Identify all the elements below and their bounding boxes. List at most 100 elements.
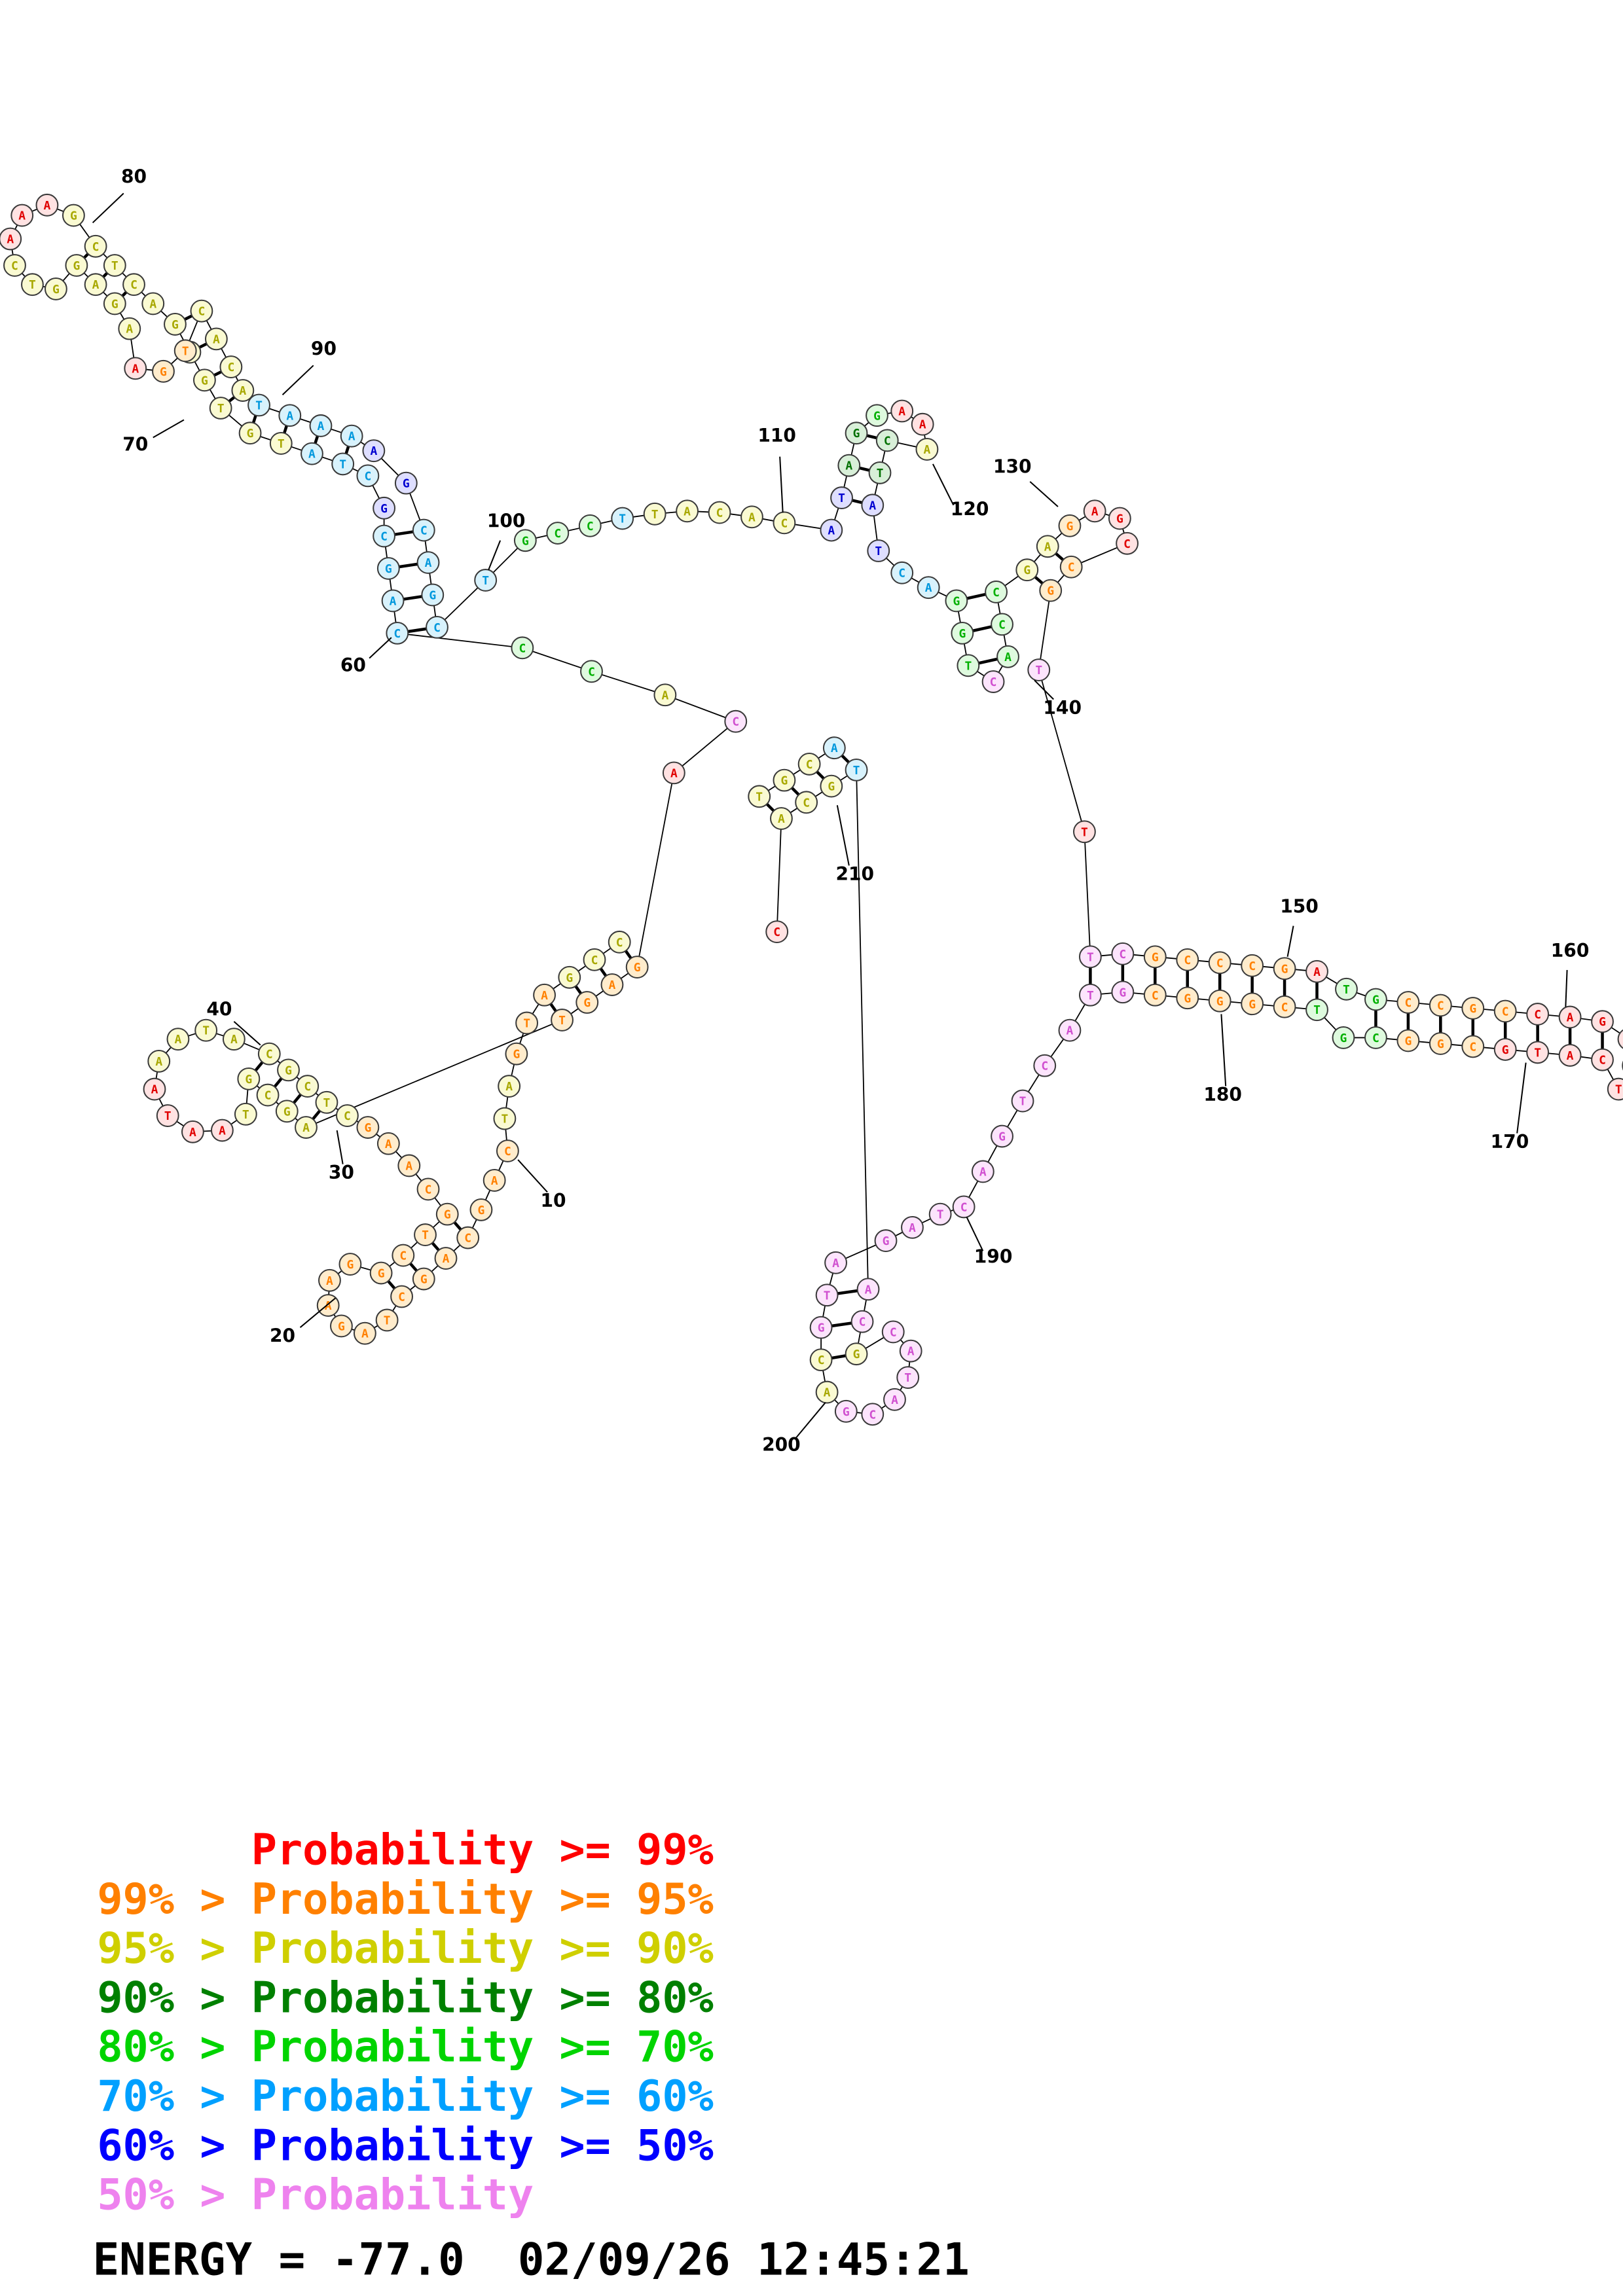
nucleotide: A <box>124 357 147 380</box>
nucleotide: A <box>222 1028 246 1051</box>
position-label: 150 <box>1280 895 1319 958</box>
nucleotide: G <box>435 1202 459 1226</box>
nucleotide: A <box>210 1119 234 1142</box>
svg-text:C: C <box>1404 996 1412 1010</box>
nucleotide: T <box>515 1011 539 1035</box>
nucleotide: G <box>1396 1029 1420 1052</box>
nucleotide: T <box>269 432 293 455</box>
svg-text:A: A <box>370 444 377 458</box>
svg-text:G: G <box>953 594 960 608</box>
svg-text:20: 20 <box>270 1325 295 1347</box>
nucleotide: G <box>1058 514 1082 537</box>
svg-text:G: G <box>429 588 436 602</box>
svg-text:G: G <box>1249 997 1256 1011</box>
svg-text:G: G <box>478 1204 485 1217</box>
svg-text:C: C <box>998 618 1006 632</box>
svg-text:T: T <box>217 402 225 416</box>
nucleotide: C <box>708 501 731 524</box>
svg-text:G: G <box>160 365 167 379</box>
legend-row: Probability >= 99% <box>97 1826 713 1875</box>
svg-text:A: A <box>891 1393 898 1407</box>
nucleotide: C <box>608 930 631 954</box>
svg-text:180: 180 <box>1203 1084 1242 1105</box>
svg-text:A: A <box>149 297 156 311</box>
nucleotide: T <box>234 1102 257 1126</box>
svg-text:T: T <box>619 512 626 526</box>
svg-text:C: C <box>1437 999 1444 1013</box>
legend-row: 80% > Probability >= 70% <box>97 2023 713 2072</box>
svg-text:C: C <box>504 1145 511 1158</box>
svg-text:100: 100 <box>487 511 526 532</box>
svg-text:A: A <box>239 384 246 398</box>
nucleotide: A <box>861 493 884 517</box>
nucleotide: C <box>850 1310 874 1333</box>
nucleotide: G <box>834 1399 858 1423</box>
svg-text:C: C <box>1184 954 1191 967</box>
svg-text:G: G <box>1152 950 1159 964</box>
nucleotide: C <box>1111 942 1135 965</box>
svg-text:C: C <box>716 507 723 520</box>
svg-text:A: A <box>230 1033 238 1047</box>
nucleotide: G <box>845 422 868 445</box>
svg-text:A: A <box>845 459 852 473</box>
nucleotide: C <box>809 1348 833 1372</box>
svg-text:G: G <box>843 1405 850 1419</box>
svg-text:G: G <box>998 1130 1006 1144</box>
nucleotides: CCGATGATCAGCAGCTAGAAGGCTGCAAGCTCGCATAAAT… <box>0 193 1623 1426</box>
svg-text:T: T <box>29 278 36 292</box>
svg-text:T: T <box>1615 1083 1622 1097</box>
svg-text:T: T <box>422 1229 429 1242</box>
svg-text:140: 140 <box>1043 697 1082 719</box>
svg-text:A: A <box>541 989 548 1003</box>
svg-text:C: C <box>304 1080 311 1094</box>
svg-text:A: A <box>126 323 133 336</box>
svg-text:C: C <box>266 1048 273 1062</box>
nucleotide: A <box>1305 960 1328 983</box>
nucleotide: C <box>356 464 380 488</box>
svg-text:A: A <box>348 430 356 444</box>
svg-text:G: G <box>1184 992 1191 1005</box>
nucleotide: C <box>392 1244 415 1267</box>
svg-text:G: G <box>247 427 254 440</box>
nucleotide: C <box>256 1083 280 1107</box>
nucleotide: C <box>773 511 796 535</box>
nucleotide: C <box>881 1320 905 1344</box>
nucleotide: T <box>1011 1089 1034 1113</box>
position-label: 180 <box>1203 1014 1242 1105</box>
nucleotide: G <box>866 404 888 427</box>
svg-text:60: 60 <box>340 655 366 676</box>
nucleotide: G <box>874 1229 898 1253</box>
nucleotide: A <box>434 1247 458 1270</box>
nucleotide: A <box>231 379 255 402</box>
svg-text:C: C <box>1249 960 1256 973</box>
svg-text:G: G <box>338 1319 345 1333</box>
nucleotide: A <box>0 227 22 251</box>
nucleotide: C <box>765 920 789 944</box>
svg-text:A: A <box>325 1299 332 1313</box>
svg-text:C: C <box>890 1325 897 1339</box>
svg-text:C: C <box>1469 1040 1476 1054</box>
svg-text:G: G <box>522 534 529 548</box>
nucleotide: C <box>861 1403 884 1426</box>
nucleotide: G <box>1143 945 1167 969</box>
nucleotide: T <box>209 397 232 420</box>
svg-text:G: G <box>1116 512 1123 526</box>
svg-text:A: A <box>361 1327 369 1341</box>
svg-text:A: A <box>302 1121 310 1135</box>
svg-text:T: T <box>1019 1095 1027 1109</box>
nucleotide: C <box>578 514 602 537</box>
nucleotide: C <box>386 621 409 645</box>
nucleotide: T <box>1072 820 1096 844</box>
svg-text:C: C <box>1372 1031 1379 1045</box>
nucleotide: A <box>353 1321 376 1345</box>
nucleotide: G <box>1108 507 1131 530</box>
nucleotide: G <box>845 1342 868 1366</box>
nucleotide: G <box>103 292 126 315</box>
nucleotide: C <box>875 429 899 452</box>
svg-text:G: G <box>1372 994 1379 1007</box>
svg-text:A: A <box>831 742 838 755</box>
svg-text:120: 120 <box>951 499 989 520</box>
nucleotide: C <box>1396 991 1420 1014</box>
nucleotide: C <box>1273 995 1296 1018</box>
svg-text:G: G <box>52 283 60 296</box>
